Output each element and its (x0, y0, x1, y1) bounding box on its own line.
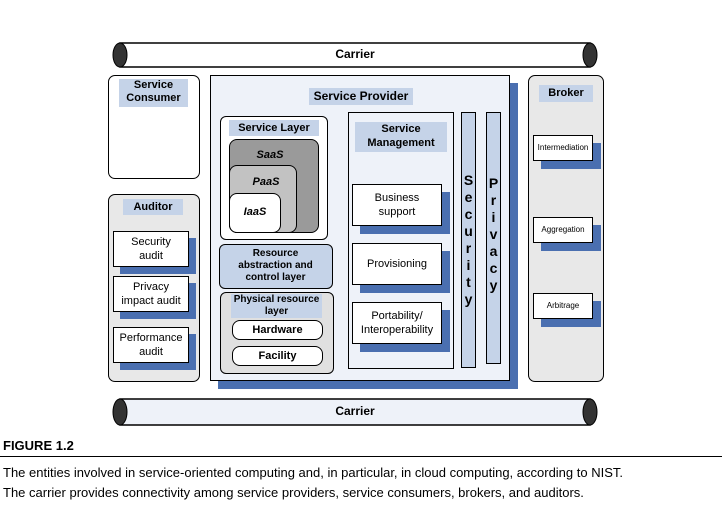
security-letter: t (466, 274, 471, 290)
broker-label: Broker (539, 85, 593, 102)
security-letter: e (464, 189, 473, 205)
caption-line-2: The carrier provides connectivity among … (3, 485, 584, 500)
paas-label: PaaS (252, 176, 280, 188)
privacy-letter: P (488, 175, 499, 191)
facility-box: Facility (232, 346, 323, 366)
provisioning-label: Provisioning (367, 258, 427, 270)
service-management-label: Service Management (355, 122, 447, 152)
service-consumer-box: Service Consumer (108, 75, 200, 179)
carrier-bottom-label: Carrier (335, 404, 375, 418)
broker-box: Broker Intermediation Aggregation Arbitr… (528, 75, 604, 382)
security-audit: Security audit (113, 231, 189, 267)
privacy-letter: i (491, 209, 496, 225)
service-layer-box: Service Layer SaaS PaaS IaaS (220, 116, 328, 240)
intermediation: Intermediation (533, 135, 593, 161)
hardware-label: Hardware (252, 324, 303, 336)
security-letter: c (464, 206, 473, 222)
facility-label: Facility (258, 350, 297, 362)
iaas-label: IaaS (243, 206, 267, 218)
auditor-box: Auditor Security audit Privacy impact au… (108, 194, 200, 382)
performance-audit-label: Performance audit (119, 332, 183, 358)
carrier-bottom: Carrier (112, 398, 598, 426)
auditor-label: Auditor (123, 199, 183, 215)
privacy-letter: y (489, 277, 498, 293)
security-column: S e c u r i t y (461, 112, 476, 368)
aggregation: Aggregation (533, 217, 593, 243)
performance-audit: Performance audit (113, 327, 189, 363)
service-provider-label: Service Provider (309, 88, 413, 105)
saas-label: SaaS (256, 149, 284, 161)
figure-label: FIGURE 1.2 (3, 438, 74, 453)
resource-abstraction-label: Resource abstraction and control layer (238, 248, 313, 283)
security-letter: S (463, 172, 474, 188)
security-letter: i (466, 257, 471, 273)
privacy-impact-audit-label: Privacy impact audit (121, 281, 181, 307)
service-consumer-label: Service Consumer (119, 79, 188, 107)
privacy-letter: r (490, 192, 497, 208)
caption-divider (0, 456, 722, 457)
privacy-letter: a (489, 243, 498, 259)
carrier-top: Carrier (112, 42, 598, 68)
security-audit-label: Security audit (131, 236, 171, 262)
privacy-letter: c (489, 260, 498, 276)
hardware-box: Hardware (232, 320, 323, 340)
provisioning: Provisioning (352, 243, 442, 285)
service-management-box: Service Management Business support Prov… (348, 112, 454, 369)
service-layer-label: Service Layer (229, 120, 319, 136)
portability-interoperability: Portability/ Interoperability (352, 302, 442, 344)
arbitrage: Arbitrage (533, 293, 593, 319)
privacy-impact-audit: Privacy impact audit (113, 276, 189, 312)
arbitrage-label: Arbitrage (546, 301, 580, 310)
carrier-tube-shape (112, 398, 598, 426)
security-letter: u (464, 223, 473, 239)
privacy-column: P r i v a c y (486, 112, 501, 364)
intermediation-label: Intermediation (537, 143, 589, 152)
carrier-top-label: Carrier (335, 47, 375, 61)
physical-resource-label: Physical resource layer (231, 294, 322, 318)
security-letter: r (465, 240, 472, 256)
security-letter: y (464, 291, 473, 307)
caption-line-1: The entities involved in service-oriente… (3, 465, 623, 480)
physical-resource-layer: Physical resource layer Hardware Facilit… (220, 292, 334, 374)
business-support-label: Business support (374, 192, 420, 218)
iaas-box: IaaS (229, 193, 281, 233)
resource-abstraction-layer: Resource abstraction and control layer (219, 244, 333, 289)
portability-interoperability-label: Portability/ Interoperability (360, 310, 434, 336)
business-support: Business support (352, 184, 442, 226)
carrier-tube-shape (112, 42, 598, 68)
aggregation-label: Aggregation (541, 225, 585, 234)
privacy-letter: v (489, 226, 498, 242)
